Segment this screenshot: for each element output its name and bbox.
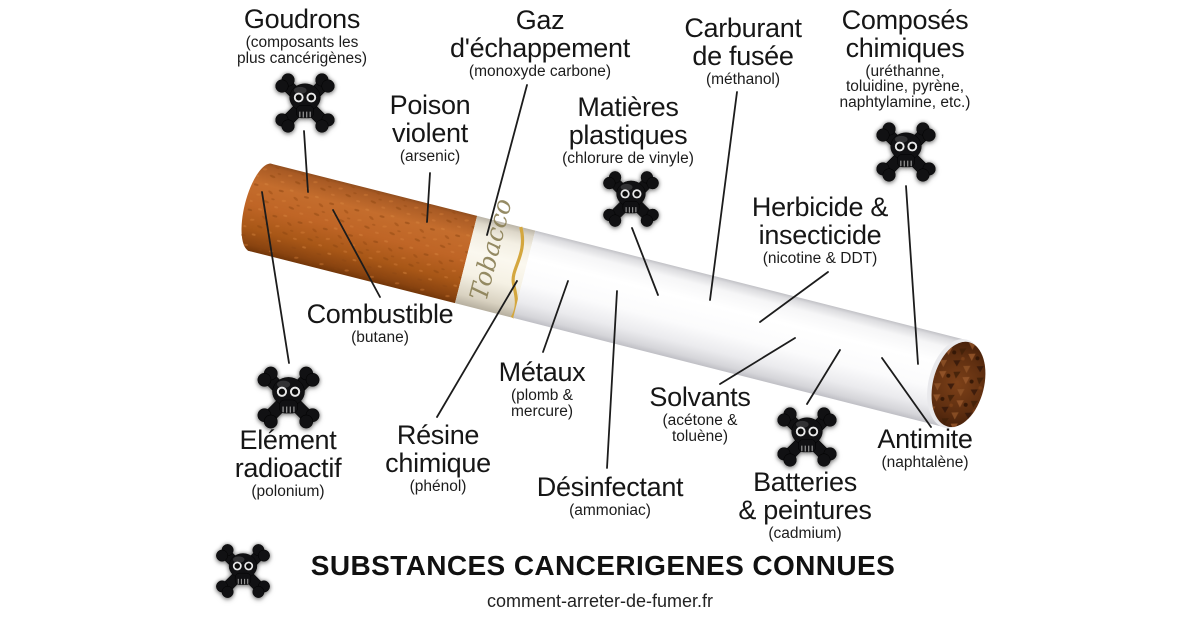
substance-name: Poison violent — [389, 90, 471, 148]
footer-website: comment-arreter-de-fumer.fr — [486, 591, 714, 611]
cigarette-filter-texture — [238, 162, 477, 302]
label-combustible: Combustible (butane) — [306, 299, 454, 346]
label-herbicide: Herbicide & insecticide (nicotine & DDT) — [751, 192, 889, 267]
substance-detail: (arsenic) — [399, 147, 461, 165]
leader-goudrons — [303, 130, 309, 193]
leader-resine — [436, 280, 518, 418]
leader-matieres — [631, 227, 659, 296]
substance-detail: (cadmium) — [768, 524, 842, 542]
substance-detail: (ammoniac) — [569, 501, 651, 519]
substance-detail: (composants les plus cancérigènes) — [236, 33, 368, 67]
leader-poison — [426, 172, 431, 223]
label-batteries: Batteries & peintures (cadmium) — [738, 467, 872, 542]
leader-composes — [905, 185, 919, 365]
label-solvants: Solvants (acétone & toluène) — [649, 382, 751, 445]
leader-herbicide — [759, 271, 829, 323]
substance-detail: (acétone & toluène) — [662, 411, 738, 445]
label-metaux: Métaux (plomb & mercure) — [498, 357, 586, 420]
substance-name: Gaz d'échappement — [450, 5, 630, 63]
footer-title: SUBSTANCES CANCERIGENES CONNUES — [310, 550, 896, 581]
substance-detail: (monoxyde carbone) — [468, 62, 612, 80]
skull-crossbones-icon — [873, 119, 939, 185]
substance-name: Métaux — [498, 357, 586, 387]
substance-name: Antimite — [877, 424, 973, 454]
label-element: Elément radioactif (polonium) — [234, 425, 342, 500]
leader-lines — [261, 84, 932, 469]
skull-crossbones-icon — [600, 168, 662, 230]
label-desinfectant: Désinfectant (ammoniac) — [536, 472, 684, 519]
cigarette-paper — [513, 230, 969, 428]
tobacco-end-texture — [931, 341, 986, 428]
label-goudrons: Goudrons (composants les plus cancérigèn… — [236, 4, 368, 67]
label-gaz: Gaz d'échappement (monoxyde carbone) — [450, 5, 630, 80]
substance-detail: (butane) — [351, 328, 409, 346]
label-antimite: Antimite (naphtalène) — [877, 424, 973, 471]
substance-detail: (nicotine & DDT) — [762, 249, 878, 267]
label-carburant: Carburant de fusée (méthanol) — [684, 13, 802, 88]
substance-name: Goudrons — [243, 4, 361, 34]
leader-combustible — [332, 209, 381, 298]
substance-name: Batteries & peintures — [738, 467, 872, 525]
leader-solvants — [719, 337, 796, 385]
substance-name: Matières plastiques — [568, 92, 688, 150]
substance-detail: (phénol) — [409, 477, 467, 495]
cigarette: Tobacco — [238, 162, 986, 429]
label-composes: Composés chimiques (uréthanne, toluidine… — [839, 5, 971, 112]
leader-desinfectant — [606, 290, 618, 469]
substance-detail: (naphtalène) — [881, 453, 969, 471]
label-poison: Poison violent (arsenic) — [389, 90, 471, 165]
substance-detail: (polonium) — [251, 482, 325, 500]
leader-carburant — [709, 91, 738, 301]
skull-crossbones-icon — [272, 70, 338, 136]
substance-name: Herbicide & insecticide — [751, 192, 889, 250]
leader-antimite — [881, 357, 932, 428]
substance-name: Combustible — [306, 299, 454, 329]
substance-name: Elément radioactif — [234, 425, 342, 483]
substance-detail: (plomb & mercure) — [510, 386, 574, 420]
substance-name: Solvants — [649, 382, 751, 412]
leader-batteries — [806, 349, 841, 405]
skull-crossbones-icon — [774, 404, 840, 470]
leader-metaux — [542, 280, 569, 353]
substance-name: Désinfectant — [536, 472, 684, 502]
leader-gaz — [486, 84, 528, 236]
label-matieres: Matières plastiques (chlorure de vinyle) — [562, 92, 694, 167]
substance-name: Résine chimique — [385, 420, 491, 478]
leader-element — [261, 191, 290, 364]
skull-crossbones-icon — [254, 363, 323, 432]
substance-detail: (méthanol) — [705, 70, 781, 88]
substance-detail: (chlorure de vinyle) — [562, 149, 694, 167]
substance-name: Carburant de fusée — [684, 13, 802, 71]
label-resine: Résine chimique (phénol) — [385, 420, 491, 495]
skull-crossbones-icon — [213, 541, 273, 601]
substance-name: Composés chimiques — [841, 5, 969, 63]
substance-detail: (uréthanne, toluidine, pyrène, naphtylam… — [839, 62, 971, 112]
